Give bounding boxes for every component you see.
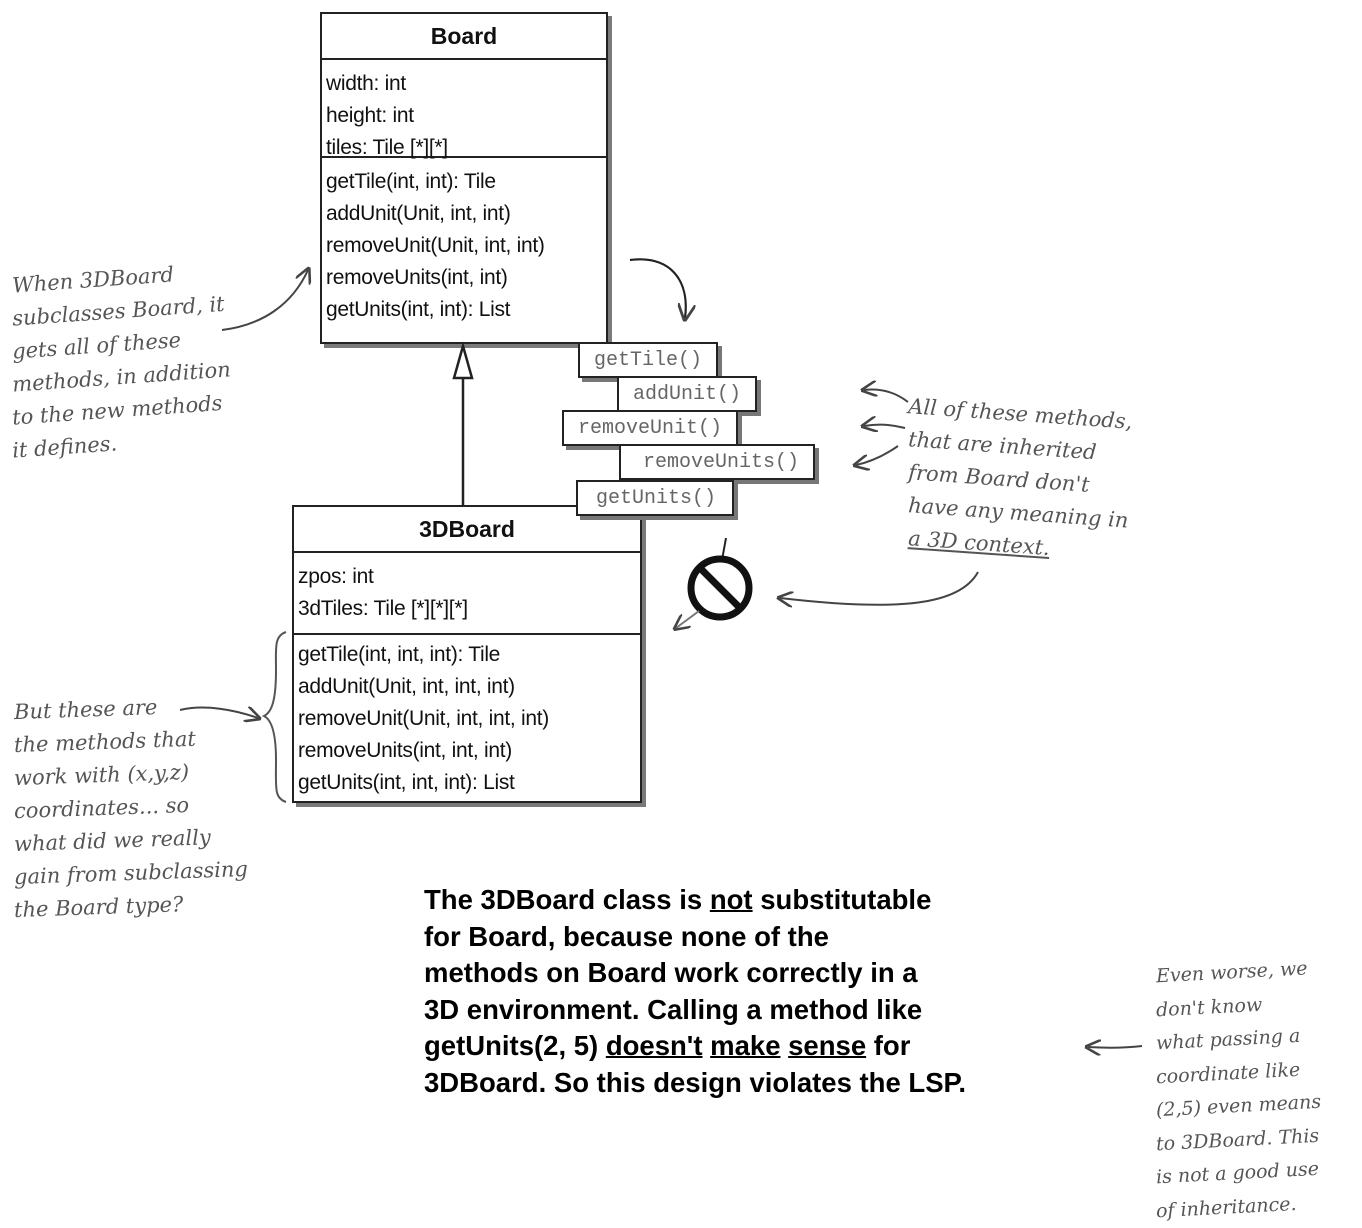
arrow-right-note-3 bbox=[856, 445, 899, 465]
note-no-meaning-3d: All of these methods, that are inherited… bbox=[907, 394, 1133, 563]
arrow-right-note-1 bbox=[864, 390, 909, 403]
note-inherits-methods: When 3DBoard subclasses Board, it gets a… bbox=[11, 262, 231, 462]
note-line: the Board type? bbox=[13, 892, 184, 923]
inheritance-triangle-icon bbox=[452, 341, 474, 380]
board3d-method: getTile(int, int, int): Tile bbox=[298, 643, 501, 666]
board3d-method: removeUnit(Unit, int, int, int) bbox=[298, 707, 549, 730]
board3d-attribute: 3dTiles: Tile [*][*][*] bbox=[298, 597, 468, 620]
inherited-tag-removeunit: removeUnit() bbox=[562, 410, 739, 446]
board3d-method: addUnit(Unit, int, int, int) bbox=[298, 675, 515, 698]
board-class-name: Board bbox=[322, 14, 606, 60]
arrow-right-note-2 bbox=[864, 425, 906, 428]
inherited-tag-addunit: addUnit() bbox=[617, 376, 758, 412]
arrow-note-inherits bbox=[221, 270, 308, 331]
prohibited-icon bbox=[676, 537, 753, 628]
note-even-worse: Even worse, we don't know what passing a… bbox=[1155, 956, 1321, 1224]
board-attribute: width: int bbox=[326, 72, 406, 95]
statement-line: 3D environment. Calling a method like bbox=[424, 993, 923, 1025]
emphasized-word: sense bbox=[788, 1030, 867, 1062]
statement-line: for Board, because none of the bbox=[424, 920, 829, 952]
board-attributes: width: int height: int tiles: Tile [*][*… bbox=[322, 60, 606, 159]
statement-line: getUnits(2, 5) doesn't make sense for bbox=[424, 1030, 911, 1062]
board3d-class-name: 3DBoard bbox=[294, 507, 640, 553]
emphasized-word: make bbox=[710, 1030, 781, 1062]
arrow-to-prohibited bbox=[780, 571, 979, 605]
board-method: removeUnit(Unit, int, int) bbox=[326, 234, 545, 257]
board3d-attributes: zpos: int 3dTiles: Tile [*][*][*] bbox=[294, 553, 640, 635]
board3d-attribute: zpos: int bbox=[298, 565, 374, 588]
board3d-class-box: 3DBoard zpos: int 3dTiles: Tile [*][*][*… bbox=[292, 505, 642, 803]
inherited-tag-getunits: getUnits() bbox=[576, 480, 735, 516]
curved-arrow-to-tags bbox=[629, 258, 686, 318]
board-method: addUnit(Unit, int, int) bbox=[326, 202, 511, 225]
inherited-tag-gettile: getTile() bbox=[578, 342, 719, 378]
statement-line: 3DBoard. So this design violates the LSP… bbox=[424, 1066, 966, 1098]
statement-line: The 3DBoard class is not substitutable bbox=[424, 884, 932, 915]
board-method: getTile(int, int): Tile bbox=[326, 170, 496, 193]
lsp-statement: The 3DBoard class is not substitutable f… bbox=[424, 882, 1124, 1102]
inherited-tag-removeunits: removeUnits() bbox=[619, 444, 816, 480]
board-method: removeUnits(int, int) bbox=[326, 266, 508, 289]
statement-line: methods on Board work correctly in a bbox=[424, 957, 918, 989]
board3d-method: getUnits(int, int, int): List bbox=[298, 771, 515, 794]
curly-brace-icon bbox=[261, 631, 287, 803]
board-class-box: Board width: int height: int tiles: Tile… bbox=[320, 12, 608, 344]
emphasized-word: not bbox=[709, 884, 753, 915]
board-attribute: tiles: Tile [*][*] bbox=[326, 136, 448, 159]
board-attribute: height: int bbox=[326, 104, 414, 127]
board-method: getUnits(int, int): List bbox=[326, 298, 511, 321]
note-new-methods: But these are the methods that work with… bbox=[14, 692, 249, 923]
board-methods: getTile(int, int): Tile addUnit(Unit, in… bbox=[322, 158, 606, 330]
board3d-methods: getTile(int, int, int): Tile addUnit(Uni… bbox=[294, 635, 640, 803]
board3d-method: removeUnits(int, int, int) bbox=[298, 739, 512, 762]
emphasized-word: doesn't bbox=[605, 1030, 703, 1062]
